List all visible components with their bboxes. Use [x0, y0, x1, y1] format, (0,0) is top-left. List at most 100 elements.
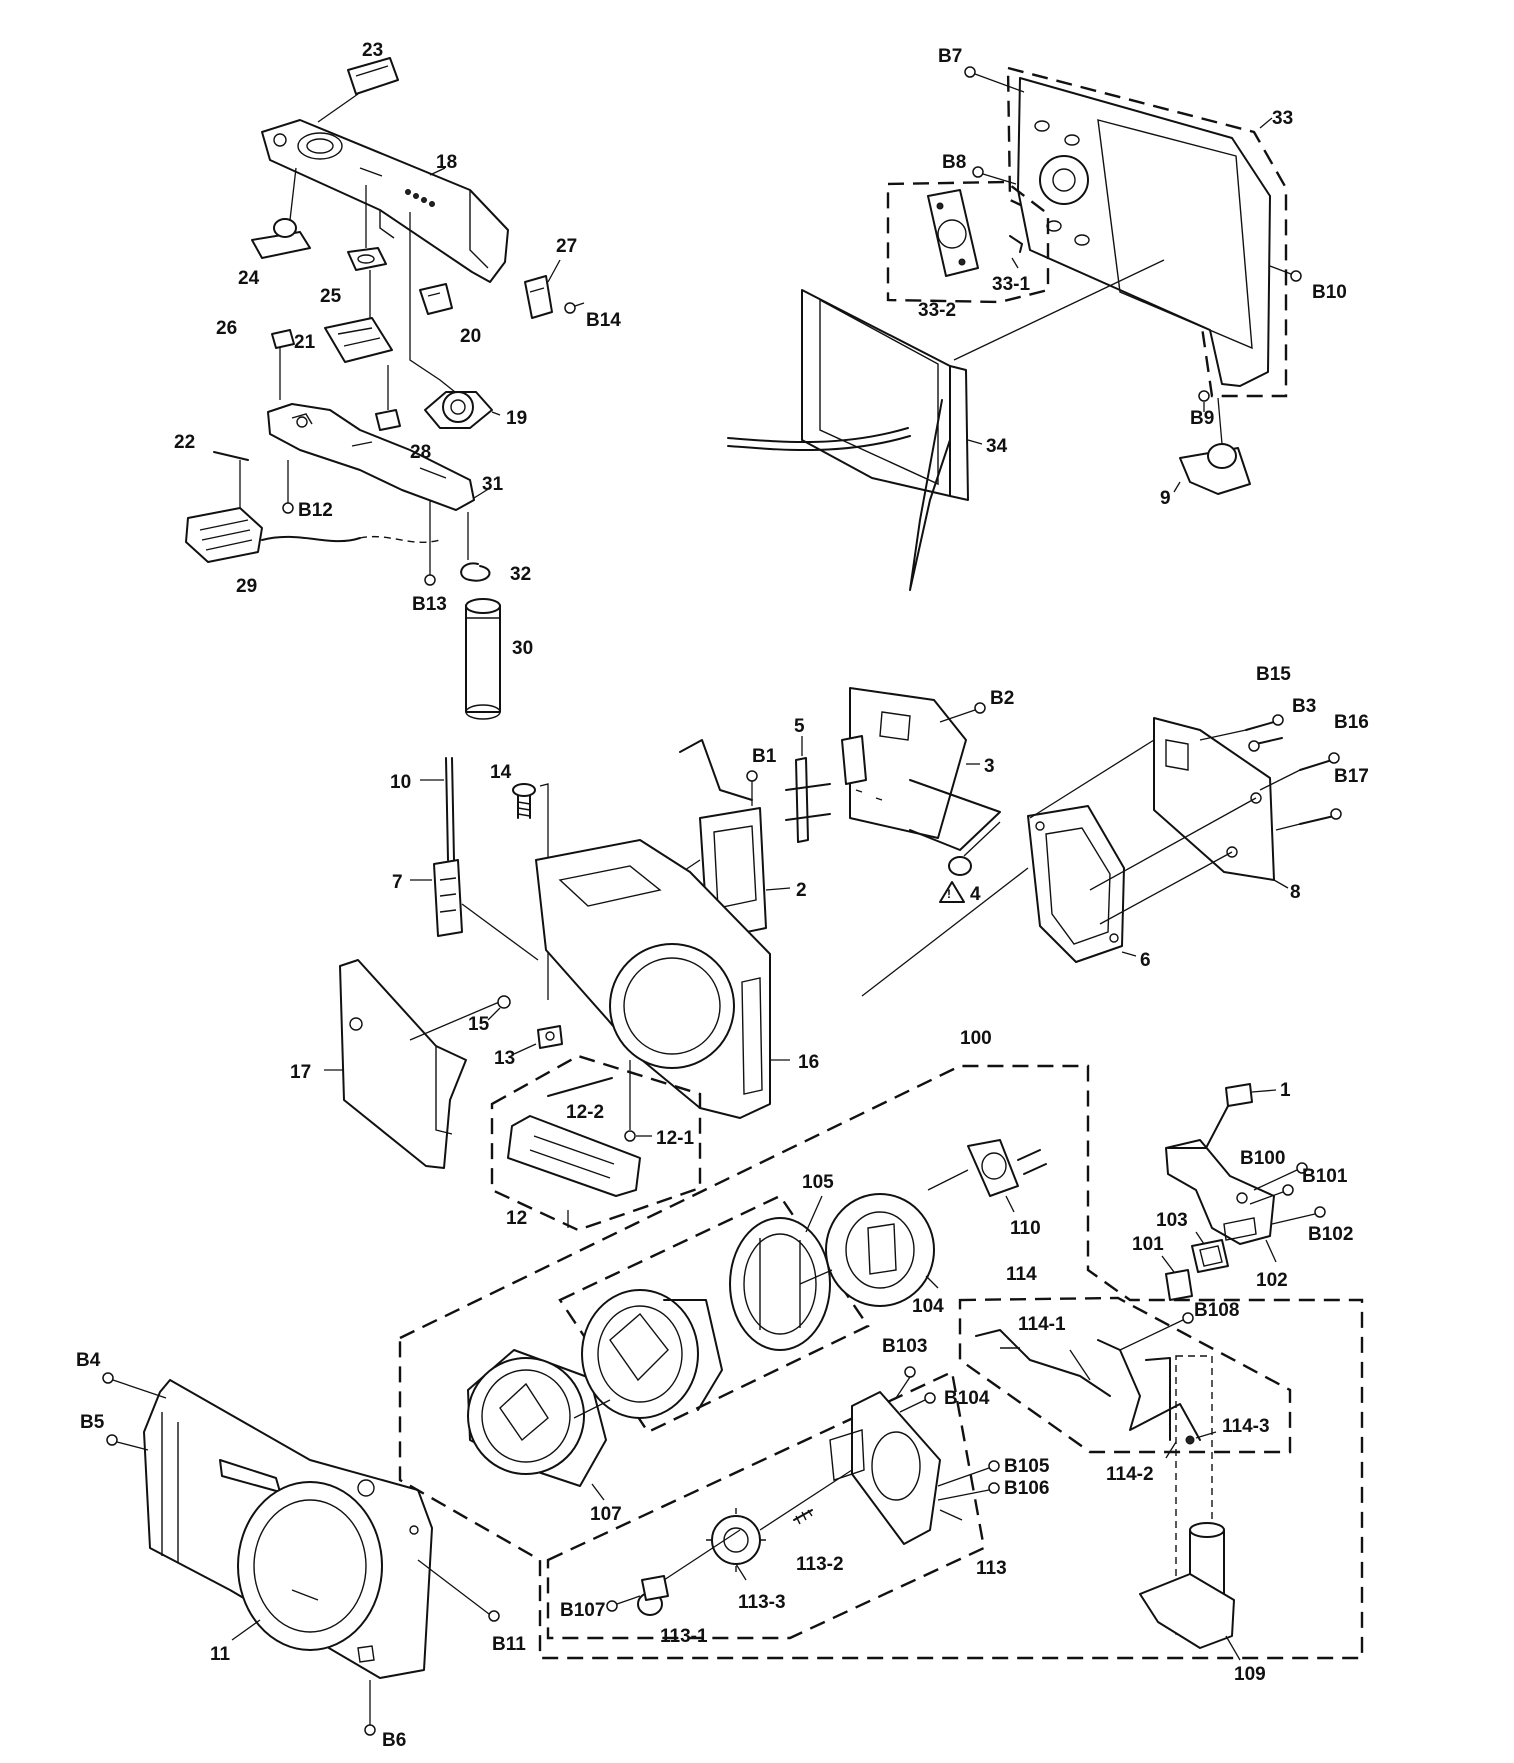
svg-text:!: ! [947, 887, 951, 901]
label-13: 13 [494, 1048, 515, 1069]
label-b102: B102 [1308, 1224, 1353, 1245]
label-4: 4 [970, 884, 981, 905]
part-104 [799, 1193, 939, 1307]
part-34 [727, 259, 1165, 591]
label-33: 33 [1272, 108, 1293, 129]
screw-b12 [282, 460, 294, 514]
label-11: 11 [210, 1644, 231, 1665]
screw-b1 [746, 770, 758, 806]
label-8: 8 [1290, 882, 1301, 903]
screw-b5 [106, 1434, 149, 1451]
label-113-3: 113-3 [738, 1592, 786, 1613]
part-114-2 [1165, 1441, 1177, 1459]
label-b16: B16 [1334, 712, 1369, 733]
label-23: 23 [362, 40, 383, 61]
label-b108: B108 [1194, 1300, 1239, 1321]
part-4: ! [939, 821, 1001, 903]
label-b3: B3 [1292, 696, 1316, 717]
group-33-2-boundary [886, 180, 1050, 304]
label-109: 109 [1234, 1664, 1266, 1685]
screw-b2 [939, 702, 986, 723]
part-113-2 [793, 1509, 813, 1525]
label-114-2: 114-2 [1106, 1464, 1154, 1485]
screw-b100 [1253, 1162, 1308, 1191]
label-28: 28 [410, 442, 431, 463]
part-29 [185, 507, 441, 563]
label-b4: B4 [76, 1350, 101, 1371]
screw-b9 [1198, 390, 1210, 412]
part-12-1 [624, 1060, 652, 1142]
label-b7: B7 [938, 46, 962, 67]
label-21: 21 [294, 332, 316, 353]
label-b104: B104 [944, 1388, 990, 1409]
part-3 [841, 687, 1001, 851]
label-7: 7 [392, 872, 403, 893]
part-23 [317, 57, 399, 123]
top-cover-assembly [185, 57, 585, 720]
label-101: 101 [1132, 1234, 1164, 1255]
part-19 [409, 212, 501, 429]
label-19: 19 [506, 408, 527, 429]
label-30: 30 [512, 638, 533, 659]
screw-b16 [1259, 752, 1340, 791]
part-13 [513, 1025, 563, 1055]
screw-b13 [424, 500, 436, 586]
group-105-boundary [558, 1194, 870, 1434]
label-102: 102 [1256, 1270, 1288, 1291]
screw-b8 [972, 166, 1017, 185]
part-7 [410, 859, 539, 961]
label-34: 34 [986, 436, 1008, 457]
label-b14: B14 [586, 310, 621, 331]
part-15 [487, 995, 511, 1021]
screw-b4 [102, 1372, 167, 1399]
label-104: 104 [912, 1296, 944, 1317]
part-28 [375, 365, 401, 431]
part-11 [143, 1379, 433, 1679]
label-105: 105 [802, 1172, 834, 1193]
label-b12: B12 [298, 500, 333, 521]
label-26: 26 [216, 318, 237, 339]
label-1: 1 [1280, 1080, 1291, 1101]
label-103: 103 [1156, 1210, 1188, 1231]
label-110: 110 [1010, 1218, 1041, 1239]
label-b8: B8 [942, 152, 966, 173]
label-b106: B106 [1004, 1478, 1049, 1499]
label-107: 107 [590, 1504, 622, 1525]
part-20 [419, 283, 453, 315]
part-113-3 [706, 1469, 853, 1581]
part-102 [1165, 1139, 1277, 1263]
part-114-body [1097, 1339, 1201, 1445]
label-9: 9 [1160, 488, 1171, 509]
label-6: 6 [1140, 950, 1151, 971]
label-b105: B105 [1004, 1456, 1050, 1477]
part-33-1 [1009, 235, 1023, 269]
screw-b102 [1271, 1206, 1326, 1225]
part-114-1 [975, 1329, 1111, 1397]
label-b15: B15 [1256, 664, 1291, 685]
label-27: 27 [556, 236, 577, 257]
label-b2: B2 [990, 688, 1014, 709]
part-5 [785, 736, 831, 843]
screw-b6 [364, 1680, 376, 1736]
group-100-boundary [398, 1064, 1364, 1660]
part-113 [829, 1391, 963, 1545]
part-105-cam [729, 1195, 831, 1351]
lens-assembly-100 [398, 1064, 1364, 1661]
label-16: 16 [798, 1052, 819, 1073]
label-b10: B10 [1312, 282, 1347, 303]
part-1 [1167, 1083, 1277, 1149]
label-33-2: 33-2 [918, 300, 956, 321]
label-b9: B9 [1190, 408, 1214, 429]
part-31 [267, 403, 491, 511]
label-29: 29 [236, 576, 257, 597]
screw-b103 [895, 1366, 916, 1399]
label-20: 20 [460, 326, 481, 347]
label-15: 15 [468, 1014, 490, 1035]
part-30 [465, 598, 501, 720]
rear-cover-assembly [727, 66, 1302, 591]
label-25: 25 [320, 286, 342, 307]
part-12 [507, 1115, 641, 1228]
label-14: 14 [490, 762, 512, 783]
label-2: 2 [796, 880, 807, 901]
screw-b107 [606, 1595, 641, 1612]
